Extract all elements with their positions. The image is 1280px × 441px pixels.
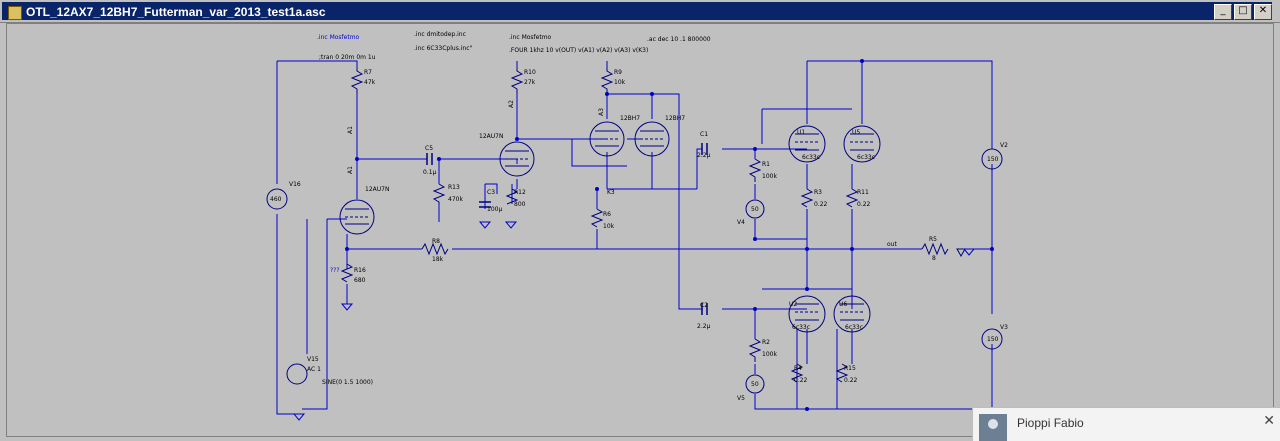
- label-r2: R2: [762, 339, 770, 346]
- label-c1-value: 2.2µ: [697, 152, 711, 159]
- label-c3: C3: [487, 189, 495, 196]
- label-c2: C2: [700, 302, 708, 309]
- label-v4: V4: [737, 219, 745, 226]
- schematic-canvas[interactable]: .inc Mosfetmo .inc dmitodep.inc .inc 6C3…: [6, 23, 1274, 437]
- label-u6-value: 6c33c: [845, 324, 863, 331]
- directive-inc-6c33: .inc 6C33Cplus.inc": [414, 45, 472, 52]
- label-r13: R13: [448, 184, 460, 191]
- junction-dots: [345, 59, 994, 411]
- label-r5: R5: [929, 236, 937, 243]
- close-button[interactable]: ✕: [1254, 4, 1272, 20]
- label-c5-value: 0.1µ: [423, 169, 437, 176]
- label-v15: V15: [307, 356, 319, 363]
- label-k3: K3: [607, 189, 615, 196]
- label-a1-b: A1: [347, 166, 354, 174]
- label-c1: C1: [700, 131, 708, 138]
- label-r5-value: 8: [932, 255, 936, 262]
- label-r8: R8: [432, 238, 440, 245]
- label-r16-value: 680: [354, 277, 366, 284]
- label-r4-value: 0.22: [794, 377, 808, 384]
- directive-inc-diode: .inc dmitodep.inc: [414, 31, 466, 38]
- label-v2-value: 150: [987, 156, 999, 163]
- vacuum-tubes: [339, 121, 881, 333]
- label-r11: R11: [857, 189, 869, 196]
- schematic-file-icon: [8, 6, 22, 20]
- label-u2: U2: [789, 301, 797, 308]
- label-v2: V2: [1000, 142, 1008, 149]
- label-r12: R12: [514, 189, 526, 196]
- titlebar-active[interactable]: OTL_12AX7_12BH7_Futterman_var_2013_test1…: [2, 2, 1272, 20]
- label-a2: A2: [508, 100, 515, 108]
- label-r8-value: 18k: [432, 256, 444, 263]
- label-v5: V5: [737, 395, 745, 402]
- label-r10: R10: [524, 69, 536, 76]
- directive-inc-mosfet-1: .inc Mosfetmo: [317, 34, 360, 41]
- notification-name: Pioppi Fabio: [1017, 416, 1084, 430]
- minimize-button[interactable]: _: [1214, 4, 1232, 20]
- label-u6: U6: [839, 301, 847, 308]
- label-r1-value: 100k: [762, 173, 777, 180]
- label-r3-value: 0.22: [814, 201, 828, 208]
- directive-inc-mosfet-2: .inc Mosfetmo: [509, 34, 552, 41]
- label-r9: R9: [614, 69, 622, 76]
- label-c3-value: 100µ: [487, 206, 502, 213]
- label-out: out: [887, 241, 897, 248]
- label-v16-value: 460: [270, 196, 282, 203]
- notification-close-icon[interactable]: ✕: [1263, 412, 1275, 428]
- label-12bh7-b: 12BH7: [665, 115, 685, 122]
- ground-symbols: [292, 221, 976, 421]
- resistors: [340, 68, 966, 383]
- label-u5: U5: [852, 129, 860, 136]
- voltage-sources: [266, 148, 1003, 394]
- label-r15-value: 0.22: [844, 377, 858, 384]
- label-r10-value: 27k: [524, 79, 536, 86]
- label-r1: R1: [762, 161, 770, 168]
- label-v15-source: SINE(0 1.5 1000): [322, 379, 373, 386]
- label-v5-value: 50: [751, 381, 759, 388]
- label-r6-value: 10k: [603, 223, 615, 230]
- label-c5: C5: [425, 145, 433, 152]
- label-c2-value: 2.2µ: [697, 323, 711, 330]
- label-r3: R3: [814, 189, 822, 196]
- label-r13-value: 470k: [448, 196, 463, 203]
- window-controls: _ □ ✕: [1214, 4, 1272, 20]
- label-u5-value: 6c33c: [857, 154, 875, 161]
- window-title: OTL_12AX7_12BH7_Futterman_var_2013_test1…: [26, 5, 326, 19]
- directive-ac: .ac dec 10 .1 800000: [647, 36, 711, 43]
- maximize-button[interactable]: □: [1234, 4, 1252, 20]
- label-a1-a: A1: [347, 126, 354, 134]
- label-r11-value: 0.22: [857, 201, 871, 208]
- label-u1-value: 6c33c: [802, 154, 820, 161]
- label-r9-value: 10k: [614, 79, 626, 86]
- label-r7: R7: [364, 69, 372, 76]
- label-r16: R16: [354, 267, 366, 274]
- label-12au7-a: 12AU7N: [365, 186, 389, 193]
- label-unknown: ???: [330, 267, 340, 274]
- label-12bh7-a: 12BH7: [620, 115, 640, 122]
- window-titlebar: OTL_12AX7_12BH7_Futterman_var_2013_test1…: [0, 0, 1280, 23]
- avatar: [979, 414, 1007, 441]
- schematic-labels: .inc Mosfetmo .inc dmitodep.inc .inc 6C3…: [270, 31, 1008, 402]
- schematic-drawing[interactable]: .inc Mosfetmo .inc dmitodep.inc .inc 6C3…: [7, 24, 1273, 436]
- label-v4-value: 50: [751, 206, 759, 213]
- label-v3-value: 150: [987, 336, 999, 343]
- directive-tran: ;tran 0 20m 0m 1u: [319, 54, 376, 61]
- label-u2-value: 6c33c: [792, 324, 810, 331]
- label-r12-value: 800: [514, 201, 526, 208]
- label-v16: V16: [289, 181, 301, 188]
- label-r15: R15: [844, 365, 856, 372]
- label-r2-value: 100k: [762, 351, 777, 358]
- label-a3: A3: [598, 108, 605, 116]
- label-r4: R4: [794, 365, 802, 372]
- label-v15-value: AC 1: [307, 366, 321, 373]
- label-r6: R6: [603, 211, 611, 218]
- label-v3: V3: [1000, 324, 1008, 331]
- notification-popup[interactable]: Pioppi Fabio ✕: [972, 407, 1280, 441]
- label-12au7-b: 12AU7N: [479, 133, 503, 140]
- label-r7-value: 47k: [364, 79, 376, 86]
- label-u1: U1: [797, 129, 805, 136]
- capacitors: [426, 143, 708, 315]
- wires: [276, 60, 993, 436]
- directive-four: .FOUR 1khz 10 v(OUT) v(A1) v(A2) v(A3) v…: [509, 47, 648, 54]
